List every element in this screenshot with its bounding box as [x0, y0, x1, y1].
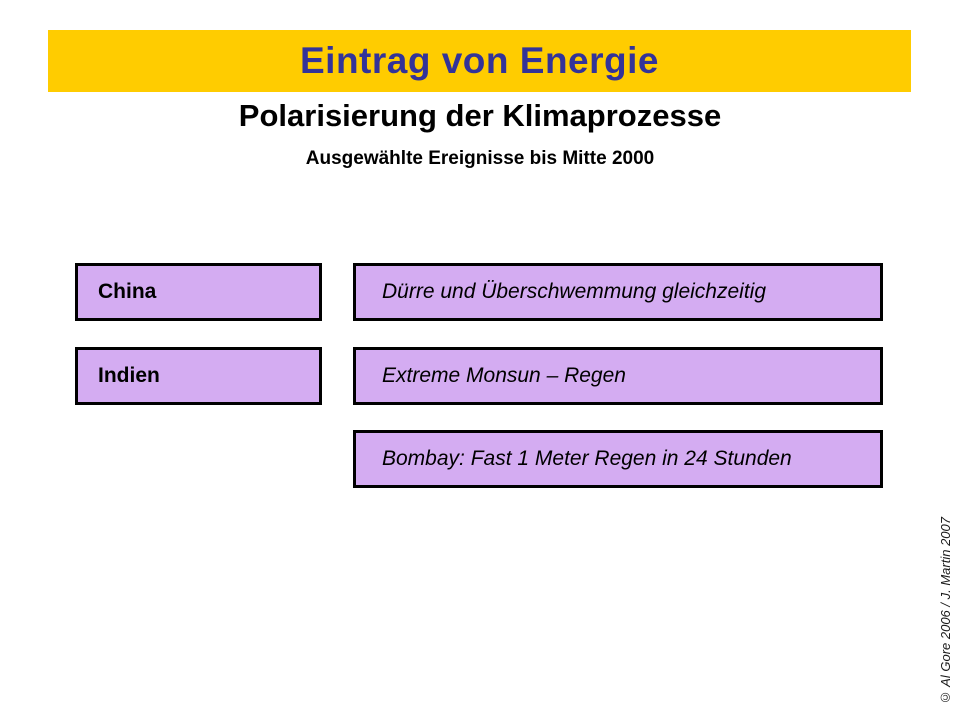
region-label: China: [98, 280, 157, 303]
region-box-indien: Indien: [75, 347, 322, 405]
region-box-china: China: [75, 263, 322, 321]
event-label: Extreme Monsun – Regen: [382, 364, 626, 387]
region-label: Indien: [98, 364, 160, 387]
event-label: Bombay: Fast 1 Meter Regen in 24 Stunden: [382, 447, 792, 470]
banner-title: Eintrag von Energie: [299, 40, 659, 81]
copyright-note: © Al Gore 2006 / J. Martin 2007: [938, 517, 953, 705]
page-title: Polarisierung der Klimaprozesse: [238, 98, 722, 133]
event-label: Dürre und Überschwemmung gleichzeitig: [382, 280, 767, 303]
event-box-indien: Extreme Monsun – Regen: [353, 347, 883, 405]
page-subtitle: Ausgewählte Ereignisse bis Mitte 2000: [305, 148, 655, 169]
event-box-bombay: Bombay: Fast 1 Meter Regen in 24 Stunden: [353, 430, 883, 488]
event-box-china: Dürre und Überschwemmung gleichzeitig: [353, 263, 883, 321]
title-banner: Eintrag von Energie: [48, 30, 911, 92]
